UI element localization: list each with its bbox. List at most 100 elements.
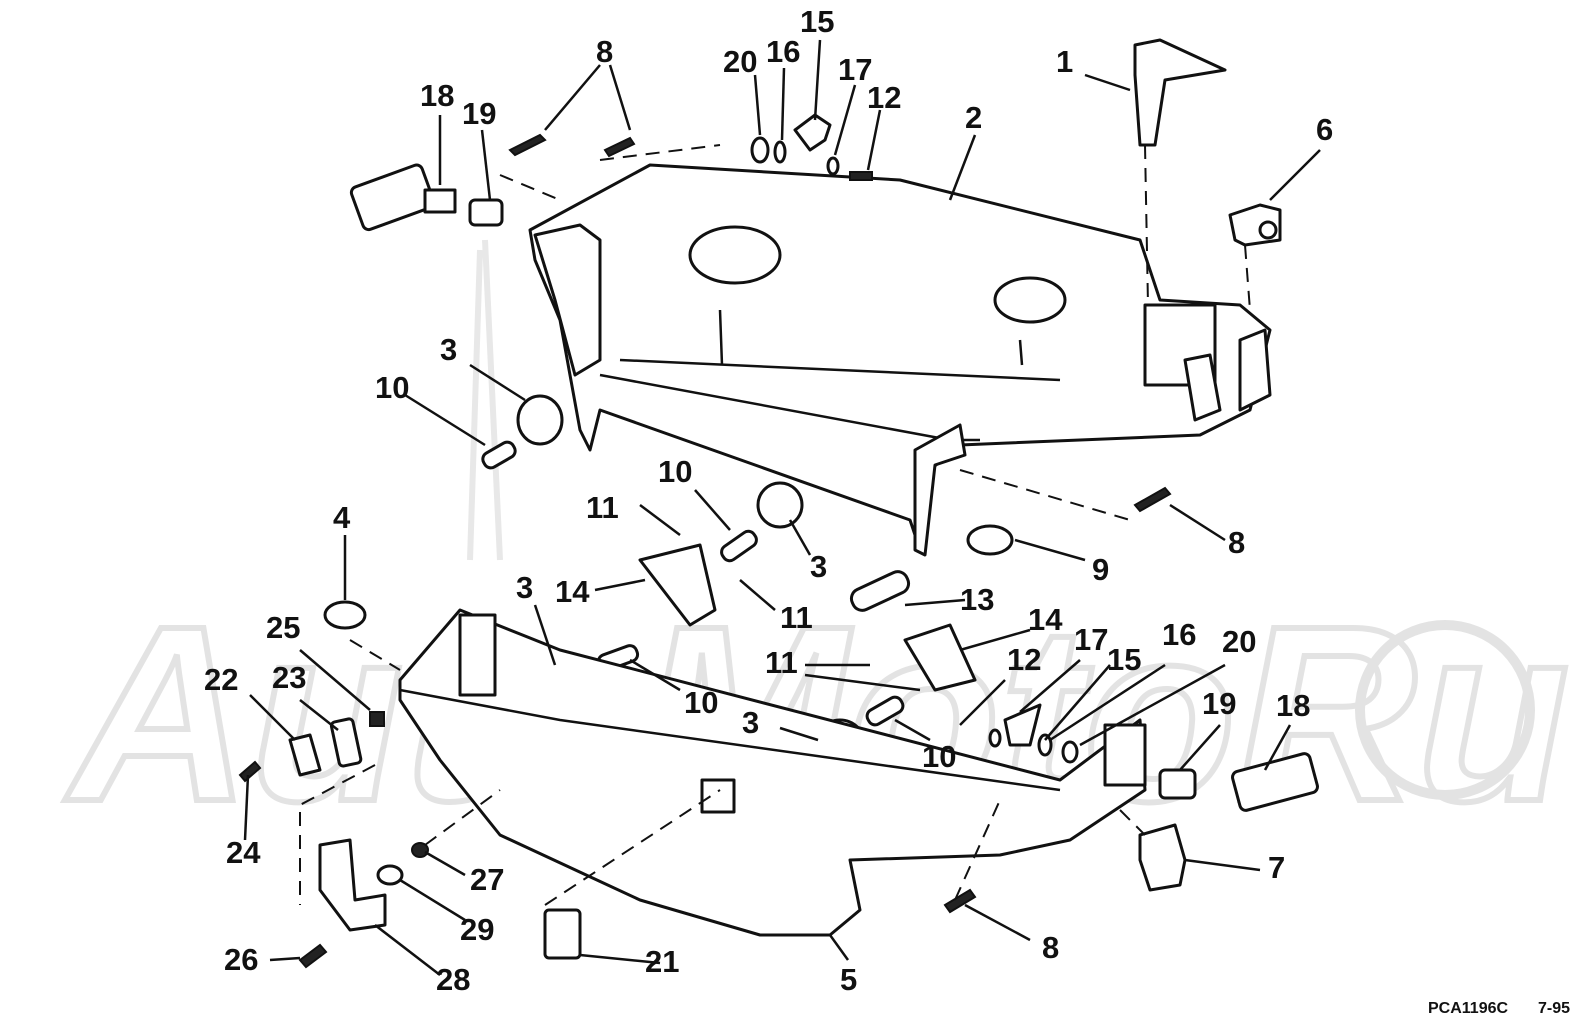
lower-cowl-body [398,608,1147,937]
part-7-latch [1138,823,1187,892]
callout-12a: 12 [867,80,901,115]
callout-11c: 11 [765,645,798,680]
callout-16a: 16 [766,34,800,69]
callout-3d: 3 [742,705,759,740]
part-9-plug [966,524,1014,556]
callout-14b: 14 [1028,602,1063,637]
callout-13: 13 [960,582,994,617]
lower-cowl-tower [458,613,497,697]
callout-23: 23 [272,660,306,695]
callout-10c: 10 [684,685,718,720]
callout-17b: 17 [1074,622,1108,657]
callout-3b: 3 [810,549,827,584]
callout-20a: 20 [723,44,757,79]
callout-11b: 11 [780,600,813,635]
cowl-boss-right [993,276,1067,324]
part-15-lower [1003,703,1042,747]
callout-10a: 10 [375,370,409,405]
part-24-screw [238,760,262,783]
part-18-handle-upper [349,163,436,232]
part-25-nut [369,711,385,727]
callout-17a: 17 [838,52,872,87]
callout-15a: 15 [800,4,834,39]
part-1-bracket [1133,38,1227,147]
part-14-plate-a [638,543,717,627]
part-8-bolt-c [1133,486,1172,513]
callout-19b: 19 [1202,686,1236,721]
callout-22: 22 [204,662,238,697]
part-17-lower [988,728,1002,748]
callout-26: 26 [224,942,258,977]
callout-25: 25 [266,610,300,645]
part-16-upper [773,140,787,164]
part-23-strap [329,717,363,768]
part-17-upper [826,156,840,176]
cowl-hinge [1238,328,1272,412]
callout-10d: 10 [922,739,956,774]
callout-18b: 18 [1276,688,1310,723]
callouts: 1 2 3 3 3 3 4 5 6 7 8 8 8 9 10 10 10 10 … [204,4,1333,997]
callout-18a: 18 [420,78,454,113]
cowl-latch-post [1183,353,1222,422]
part-3-grommet-a [516,394,564,446]
callout-6: 6 [1316,112,1333,147]
cowl-bracket-left [533,223,602,377]
callout-24: 24 [226,835,261,870]
part-27-nut [411,842,429,858]
part-8-bolt-b [603,136,636,158]
callout-1: 1 [1056,44,1073,79]
part-20-lower [1061,740,1079,764]
callout-11a: 11 [586,490,619,525]
part-8-bolt-d [943,888,977,914]
part-4-grommet [323,600,367,630]
lower-cowl [398,608,1147,937]
callout-9: 9 [1092,552,1109,587]
part-19-nut-lower [1158,768,1197,800]
callout-8a: 8 [596,34,613,69]
callout-28: 28 [436,962,470,997]
cowl-bracket-mid [913,423,967,557]
part-lower-hinge [1103,723,1147,787]
part-13-slot [849,570,911,612]
part-22-clip [288,733,322,777]
leader-lines [243,39,1321,976]
part-21-pad [543,908,582,960]
callout-19a: 19 [462,96,496,131]
callout-10b: 10 [658,454,692,489]
cowl-boss-left [688,225,782,285]
callout-3c: 3 [516,570,533,605]
callout-8c: 8 [1042,930,1059,965]
watermark-wheel [1355,620,1535,800]
callout-20b: 20 [1222,624,1256,659]
callout-29: 29 [460,912,494,947]
lower-cowl-boss [700,778,736,814]
footer-code: PCA1196C [1428,1000,1508,1017]
callout-14a: 14 [555,574,590,609]
part-12-upper [849,171,873,181]
part-18-bolt-upper [423,188,457,214]
callout-15b: 15 [1107,642,1141,677]
part-20-upper [750,136,770,164]
callout-21: 21 [645,944,679,979]
part-10-pin-a [481,440,517,470]
callout-4: 4 [333,500,351,535]
part-28-bracket [318,838,387,932]
callout-5: 5 [840,962,857,997]
part-14-plate-b [903,623,977,692]
part-10-pin-b [720,529,758,563]
callout-27: 27 [470,862,504,897]
part-10-pin-d [865,695,905,727]
part-3-grommet-b [756,481,804,529]
callout-7: 7 [1268,850,1285,885]
assembly-lines [299,144,1251,906]
part-29-washer [376,864,404,886]
callout-2: 2 [965,100,982,135]
part-15-upper [793,113,832,152]
part-19-nut-upper [468,198,504,227]
callout-16b: 16 [1162,617,1196,652]
callout-3a: 3 [440,332,457,367]
part-8-bolt-a [508,133,547,157]
part-16-lower [1037,733,1053,757]
callout-12b: 12 [1007,642,1041,677]
